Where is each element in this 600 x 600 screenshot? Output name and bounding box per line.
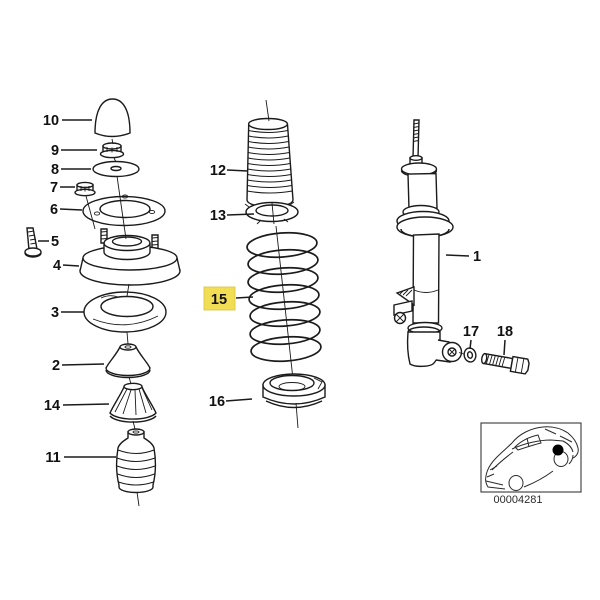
- part-label-9[interactable]: 9: [51, 143, 59, 159]
- part-label-2[interactable]: 2: [52, 358, 60, 374]
- leader-2: [61, 363, 105, 366]
- part-label-3[interactable]: 3: [51, 305, 59, 321]
- part-label-14[interactable]: 14: [44, 398, 60, 414]
- car-location-inset: 00004281: [480, 422, 582, 506]
- part-1-shock-absorber: [393, 119, 463, 368]
- part-label-17[interactable]: 17: [463, 324, 479, 340]
- part-label-12[interactable]: 12: [210, 163, 226, 179]
- part-14-ribbed-support: [109, 382, 157, 423]
- part-18-bolt: [480, 352, 530, 375]
- part-label-7[interactable]: 7: [50, 180, 58, 196]
- part-4-strut-mount: [79, 228, 181, 286]
- leader-14: [62, 403, 110, 406]
- leader-4: [62, 264, 80, 267]
- car-inset-frame: [480, 422, 582, 493]
- part-6-ring-plate: [82, 194, 166, 227]
- leader-6: [59, 208, 83, 211]
- leader-lines: [38, 119, 506, 458]
- part-label-16[interactable]: 16: [209, 394, 225, 410]
- part-2-rubber-cone: [105, 343, 151, 379]
- part-17-washer: [463, 347, 477, 363]
- leader-18: [503, 339, 506, 356]
- part-5-screw: [24, 227, 42, 258]
- leader-16: [225, 398, 253, 402]
- part-13-spring-pad: [244, 201, 299, 225]
- part-label-11[interactable]: 11: [45, 450, 60, 466]
- part-label-4[interactable]: 4: [53, 258, 61, 274]
- part-15-coil-spring: [246, 225, 322, 389]
- front-wheel: [508, 475, 524, 491]
- leader-17: [469, 339, 472, 350]
- part-9-nut: [99, 142, 125, 159]
- leader-15: [235, 296, 254, 299]
- leader-1: [445, 254, 470, 257]
- part-8-washer: [92, 160, 140, 178]
- washer-axis-line: [458, 352, 464, 355]
- part-label-13[interactable]: 13: [210, 208, 226, 224]
- part-7-nut: [74, 181, 96, 197]
- part-label-6[interactable]: 6: [50, 202, 58, 218]
- diagram-number: 00004281: [494, 494, 543, 506]
- leader-13: [226, 213, 255, 216]
- part-11-bump-stop: [115, 428, 157, 494]
- part-15-highlight: [203, 286, 236, 311]
- part-label-15[interactable]: 15: [211, 292, 227, 308]
- alignment-axis-lines: [85, 99, 299, 507]
- part-label-18[interactable]: 18: [497, 324, 513, 340]
- part-label-10[interactable]: 10: [43, 113, 59, 129]
- leader-12: [226, 169, 249, 172]
- part-12-dust-boot: [246, 117, 294, 208]
- part-label-5[interactable]: 5: [51, 234, 59, 250]
- part-3-rubber-ring: [83, 291, 167, 333]
- part-label-1[interactable]: 1: [473, 249, 481, 265]
- car-outline-drawing: [485, 426, 579, 491]
- part-16-spring-seat: [262, 373, 326, 409]
- location-dot: [552, 444, 564, 456]
- part-10-dome-cap: [94, 98, 131, 138]
- part-label-8[interactable]: 8: [51, 162, 59, 178]
